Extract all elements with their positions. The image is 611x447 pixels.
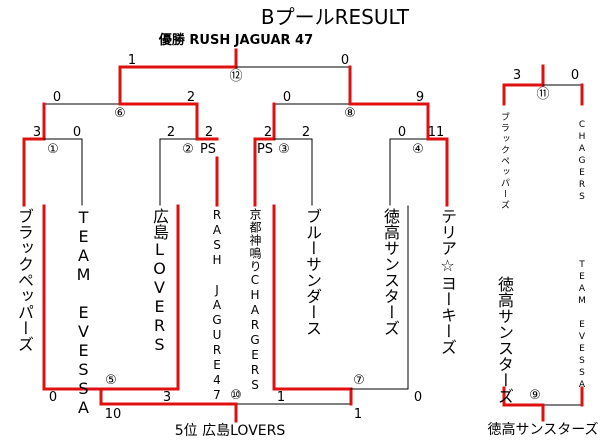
score: 1: [127, 53, 137, 68]
champion-label: 優勝 RUSH JAGUAR 47: [158, 33, 314, 48]
score: 2: [263, 125, 273, 140]
match-number: ④: [412, 142, 424, 157]
score: 0: [72, 125, 82, 140]
match-number: ⑧: [344, 106, 356, 121]
page-title: BプールRESULT: [260, 5, 410, 29]
match-number: ⑪: [536, 87, 550, 102]
score: 2: [301, 125, 311, 140]
team-name: ブラックペッパーズ: [15, 208, 34, 352]
side-winner-label: 徳高サンスターズ: [487, 422, 599, 438]
match-number: ⑥: [114, 106, 126, 121]
match-number: ②: [182, 142, 194, 157]
score: 1: [276, 390, 286, 405]
score: 3: [32, 125, 42, 140]
score: 0: [340, 53, 350, 68]
match-number: ①: [47, 142, 59, 157]
score: 0: [397, 125, 407, 140]
score: 2: [166, 125, 176, 140]
team-name: 徳高サンスターズ: [495, 276, 514, 404]
team-name: TEAM EVESSA: [577, 260, 587, 392]
ps-note: PS: [256, 142, 274, 157]
match-number: ⑫: [229, 69, 243, 84]
score: 10: [104, 407, 122, 422]
match-number: ⑦: [353, 373, 365, 388]
team-name: テリア☆ヨーキーズ: [438, 208, 457, 355]
score: 3: [512, 68, 522, 83]
team-name: 広島LOVERS: [150, 208, 169, 354]
match-number: ③: [278, 142, 290, 157]
score: 2: [204, 125, 214, 140]
score: 0: [570, 68, 580, 83]
team-name: TEAM EVESSA: [74, 208, 93, 417]
team-name: CHAGERS: [577, 120, 587, 204]
ps-note: PS: [199, 142, 217, 157]
score: 9: [415, 90, 425, 105]
match-number: ⑨: [529, 388, 541, 403]
score: 0: [52, 90, 62, 105]
match-number: ⑩: [230, 388, 242, 403]
score: 1: [353, 407, 363, 422]
score: 11: [427, 125, 445, 140]
team-name: ブラックペッパーズ: [499, 112, 509, 211]
score: 3: [162, 390, 172, 405]
team-name: RASH JAGURE47: [210, 208, 224, 403]
score: 2: [186, 90, 196, 105]
score: 0: [282, 90, 292, 105]
score: 0: [48, 390, 58, 405]
fifth-place-label: 5位 広島LOVERS: [174, 423, 286, 439]
team-name: 京都神鳴りCHARGERS: [248, 208, 262, 393]
team-name: ブルーサンダース: [303, 208, 322, 336]
team-name: 徳高サンスターズ: [381, 208, 400, 336]
match-number: ⑤: [105, 373, 117, 388]
score: 0: [413, 390, 423, 405]
